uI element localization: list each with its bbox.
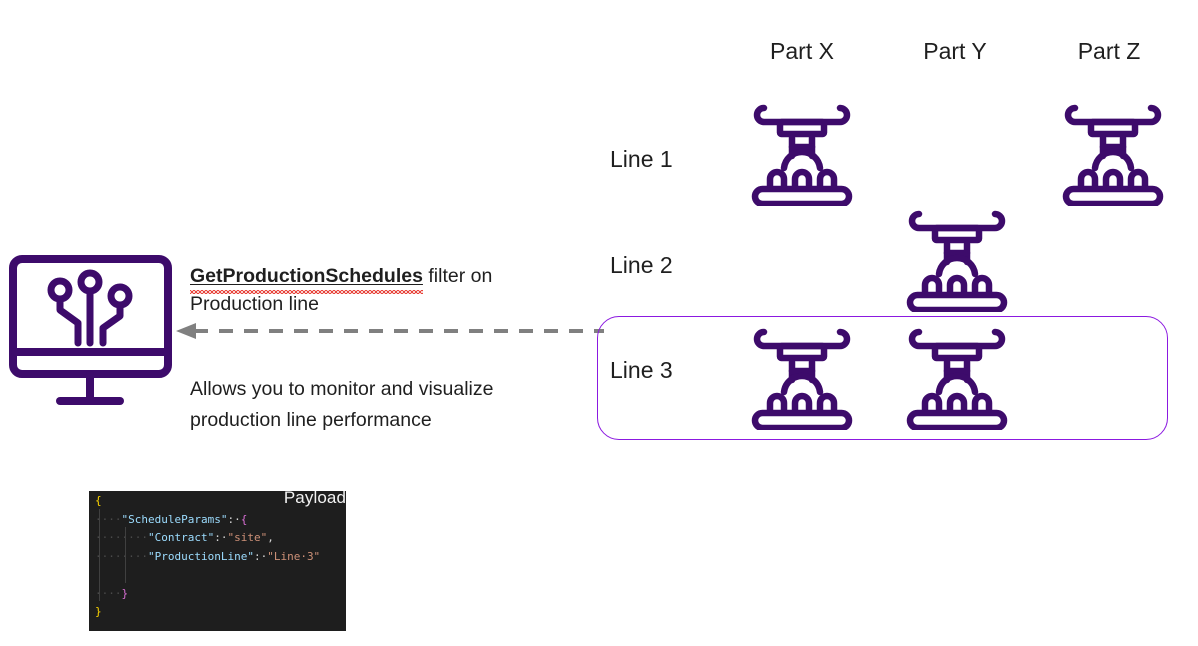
code-token: : [227,512,235,526]
payload-code-block[interactable]: Payload {····"ScheduleParams":·{········… [89,491,346,631]
machine-line1-partx [746,94,858,208]
code-line: ········"Contract":·"site", [95,529,320,548]
api-description: GetProductionSchedules filter on Product… [190,262,550,318]
code-token: : [253,549,261,563]
code-token: "site" [227,531,268,544]
column-header-part-z: Part Z [1077,38,1141,64]
row-label-line-2: Line 2 [610,252,673,278]
code-line: { [95,492,320,511]
analytics-monitor-icon [8,254,173,409]
api-filter-label: filter on Production line [190,265,493,315]
code-token: } [121,586,129,600]
code-token: "Line·3" [267,549,321,563]
code-token: { [240,512,248,526]
column-header-part-x: Part X [770,38,834,64]
machine-line3-partx [746,318,858,432]
code-line: ····"ScheduleParams":·{ [95,511,320,530]
machine-line2-party [901,200,1013,314]
code-line: ········"ProductionLine":·"Line·3" [95,548,320,567]
api-name-label: GetProductionSchedules [190,262,423,294]
row-label-line-1: Line 1 [610,146,673,172]
indent-guide [99,509,100,601]
indent-guide [125,527,126,583]
machine-line3-party [901,318,1013,432]
line-3-highlight-box [597,316,1168,440]
code-line: } [95,603,320,622]
code-token: · [234,512,241,526]
machine-line1-partz [1057,94,1169,208]
code-token: · [260,549,268,563]
code-token: { [95,494,102,507]
code-token: "Contract" [147,531,215,544]
code-line: ····} [95,585,320,604]
indent-whitespace: ········ [95,531,148,544]
code-token: "ScheduleParams" [121,512,228,526]
api-subtitle: Allows you to monitor and visualize prod… [190,378,494,431]
indent-whitespace: ···· [95,512,122,526]
code-token: : [214,531,221,544]
code-token: · [220,531,228,544]
code-token: "ProductionLine" [147,549,254,563]
production-matrix: Part X Part Y Part Z Line 1 Line 2 Line … [597,38,1169,440]
dashed-left-arrow-icon [172,320,604,342]
indent-whitespace: ········ [95,549,148,563]
indent-whitespace: ···· [95,586,122,600]
code-line [95,566,320,585]
payload-title-label: Payload [283,491,346,507]
payload-code-text: {····"ScheduleParams":·{········"Contrac… [95,492,320,622]
row-label-line-3: Line 3 [610,357,673,383]
code-token: , [267,531,274,544]
column-header-part-y: Part Y [923,38,987,64]
code-token: } [95,605,102,618]
